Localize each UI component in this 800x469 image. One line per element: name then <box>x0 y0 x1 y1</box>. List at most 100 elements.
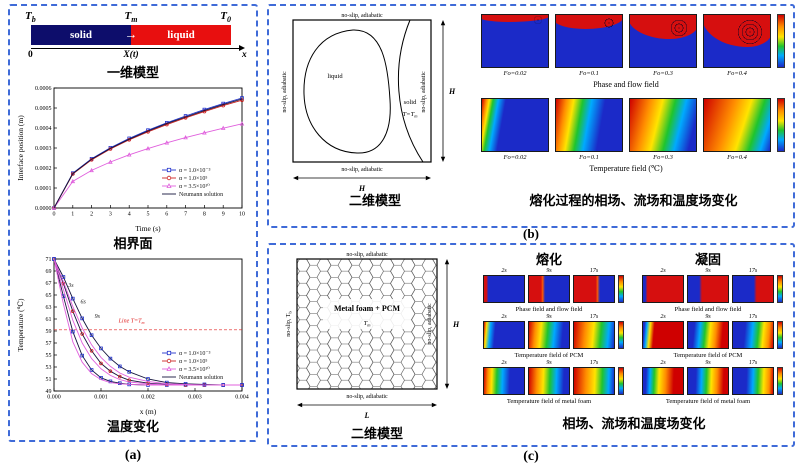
time-label: 2s <box>660 360 666 366</box>
one-d-model: Tb Tm T0 solid liquid → 0 X(t) x <box>15 10 251 64</box>
contour-foam-temp-freeze-9s <box>687 367 729 395</box>
svg-text:51: 51 <box>46 377 52 383</box>
contour-phase-flow-fo03 <box>629 14 697 68</box>
svg-text:1: 1 <box>71 212 74 218</box>
svg-text:6s: 6s <box>80 299 86 305</box>
fo-label: Fo=0.1 <box>579 70 599 77</box>
time-label: 9s <box>705 360 711 366</box>
contour-phase-melt-9s <box>528 275 570 303</box>
origin-label: 0 <box>28 50 33 60</box>
contour-phase-flow-fo01 <box>555 14 623 68</box>
caption-temperature-change: 温度变化 <box>106 419 159 434</box>
colorbar <box>618 321 624 349</box>
svg-text:10: 10 <box>239 212 245 218</box>
colorbar <box>777 367 783 395</box>
fo-label: Fo=0.02 <box>503 154 527 161</box>
melting-header: 熔化 <box>535 252 562 267</box>
solidification-group: 2s 9s 17s Temperature field of PCM <box>642 313 783 359</box>
contour-phase-freeze-17s <box>732 275 774 303</box>
contour-pcm-temp-freeze-9s <box>687 321 729 349</box>
contour-foam-temp-freeze-17s <box>732 367 774 395</box>
boundary-bottom-label: no-slip, adiabatic <box>346 394 388 400</box>
contour-pcm-temp-melt-9s <box>528 321 570 349</box>
contour-foam-temp-freeze-2s <box>642 367 684 395</box>
svg-text:Interface position (m): Interface position (m) <box>16 115 25 181</box>
svg-text:3: 3 <box>109 212 112 218</box>
contour-temperature-fo002 <box>481 98 549 152</box>
time-label: 2s <box>501 314 507 320</box>
panel-b: no-slip, adiabatic no-slip, adiabatic no… <box>267 4 795 228</box>
melt-front-curve <box>398 19 424 163</box>
solid-label: solid <box>404 99 417 106</box>
row2-caption: Temperature field (℃) <box>589 164 663 173</box>
contour-foam-temp-melt-17s <box>573 367 615 395</box>
group-caption: Temperature field of PCM <box>514 352 584 359</box>
panel-c-contour-plots: 熔化 凝固 2s 9s 17s Phase field and flow fie… <box>483 249 785 445</box>
tm-label: Tm <box>364 320 372 328</box>
metal-foam-pcm-label: Metal foam + PCM <box>334 304 401 313</box>
time-label: 17s <box>589 268 599 274</box>
svg-text:71: 71 <box>46 257 52 263</box>
svg-text:5: 5 <box>147 212 150 218</box>
caption-2d-model-b: 二维模型 <box>348 193 401 208</box>
contour-temperature-fo04 <box>703 98 771 152</box>
svg-text:α = 3.5×10¹⁰: α = 3.5×10¹⁰ <box>179 183 210 190</box>
melting-group: 2s 9s 17s Temperature field of PCM <box>483 313 624 359</box>
boundary-top-label: no-slip, adiabatic <box>346 252 388 258</box>
boundary-right-label: no-slip, adiabatic <box>427 303 433 345</box>
contour-pcm-temp-melt-17s <box>573 321 615 349</box>
solid-region: solid <box>31 25 131 45</box>
liquid-label: liquid <box>327 73 343 80</box>
colorbar <box>777 321 783 349</box>
temperature-row <box>481 98 785 152</box>
colorbar <box>618 367 624 395</box>
colorbar <box>777 14 785 68</box>
time-label: 17s <box>748 360 758 366</box>
time-label: 2s <box>501 360 507 366</box>
fo-label: Fo=0.3 <box>653 154 673 161</box>
panel-b-contour-plots: Fo=0.02 Fo=0.1 Fo=0.3 Fo=0.4 Phase and f… <box>481 6 793 228</box>
svg-text:0.0006: 0.0006 <box>35 86 52 92</box>
panel-b-caption: 熔化过程的相场、流场和温度场变化 <box>529 193 738 208</box>
contour-phase-melt-2s <box>483 275 525 303</box>
melting-group: 2s 9s 17s Phase field and flow field <box>483 267 624 313</box>
fo-label: Fo=0.02 <box>503 70 527 77</box>
svg-text:65: 65 <box>46 293 52 299</box>
time-label: 9s <box>546 360 552 366</box>
solidification-group: 2s 9s 17s Temperature field of metal foa… <box>642 359 783 405</box>
metal-foam-model-diagram: no-slip, adiabatic no-slip, adiabatic no… <box>286 252 460 420</box>
foam-temperature-row: 2s 9s 17s Temperature field of metal foa… <box>483 359 783 405</box>
group-caption: Phase field and flow field <box>515 306 583 313</box>
svg-text:α = 1.0×10⁻³: α = 1.0×10⁻³ <box>179 351 211 357</box>
svg-text:0.0005: 0.0005 <box>35 106 52 112</box>
x-axis-label: x <box>242 50 247 60</box>
time-label: 17s <box>589 314 599 320</box>
length-dimension-label: L <box>364 411 370 420</box>
panel-a-letter: (a) <box>124 448 142 463</box>
height-dimension-label: H <box>452 320 460 329</box>
svg-text:6: 6 <box>165 212 168 218</box>
caption-phase-interface: 相界面 <box>113 236 153 251</box>
svg-text:9s: 9s <box>95 314 101 320</box>
svg-text:63: 63 <box>46 305 52 311</box>
time-label: 9s <box>705 314 711 320</box>
svg-text:0.002: 0.002 <box>141 395 155 401</box>
contour-foam-temp-melt-9s <box>528 367 570 395</box>
svg-text:Temperature (℃): Temperature (℃) <box>16 298 25 352</box>
svg-text:0.001: 0.001 <box>94 395 108 401</box>
svg-text:57: 57 <box>46 341 52 347</box>
label-tm: Tm <box>124 10 138 25</box>
fo-label: Fo=0.3 <box>653 70 673 77</box>
contour-foam-temp-melt-2s <box>483 367 525 395</box>
two-d-model-c: no-slip, adiabatic no-slip, adiabatic no… <box>275 247 479 426</box>
row1-caption: Phase and flow field <box>593 80 659 89</box>
fo-label: Fo=0.4 <box>727 154 747 161</box>
svg-text:Line T=Tm: Line T=Tm <box>118 319 145 325</box>
two-d-model-diagram: no-slip, adiabatic no-slip, adiabatic no… <box>282 13 456 193</box>
time-label: 9s <box>705 268 711 274</box>
svg-text:59: 59 <box>46 329 52 335</box>
boundary-left-label: no-slip, Tb <box>286 311 293 337</box>
svg-text:Time (s): Time (s) <box>135 224 161 233</box>
